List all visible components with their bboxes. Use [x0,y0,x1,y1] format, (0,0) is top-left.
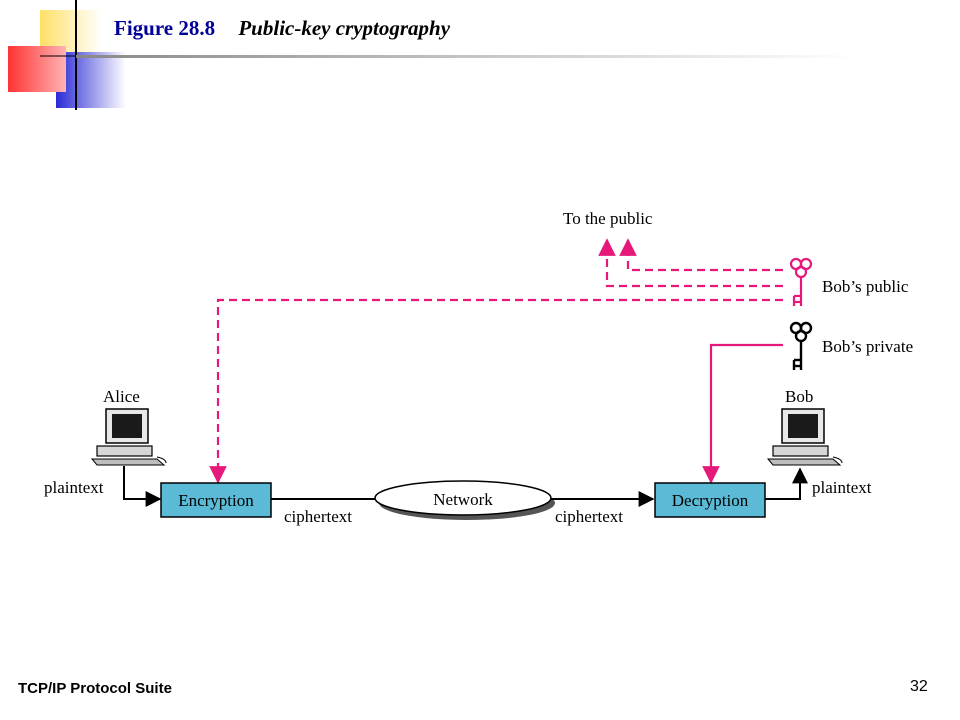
network-node: Network [374,480,555,520]
bob-computer-icon [766,408,843,466]
ciphertext-right-label: ciphertext [555,507,623,526]
slide-title: Figure 28.8 Public-key cryptography [114,16,450,41]
ciphertext-left-label: ciphertext [284,507,352,526]
bob-plaintext-arrow [765,467,808,500]
private-key-icon [789,321,813,370]
title-underline [76,55,856,58]
bobs-public-label: Bob’s public [822,277,909,296]
bob-label: Bob [785,387,813,406]
to-public-label: To the public [563,209,653,228]
decryption-label: Decryption [672,491,749,510]
bobs-private-label: Bob’s private [822,337,913,356]
private-key-path [702,343,783,484]
footer-suite: TCP/IP Protocol Suite [18,680,172,697]
plaintext-left-label: plaintext [44,478,104,497]
encryption-box: Encryption [160,482,272,518]
public-key-paths [209,238,783,484]
network-label: Network [433,490,493,509]
plaintext-right-label: plaintext [812,478,872,497]
alice-computer-icon [90,408,167,466]
page-number: 32 [910,678,928,695]
alice-label: Alice [103,387,140,406]
figure-number: Figure 28.8 [114,16,216,40]
corner-decoration [8,0,200,110]
alice-plaintext-arrow [123,466,162,507]
decryption-box: Decryption [654,482,766,518]
public-key-icon [789,257,813,306]
figure-title: Public-key cryptography [238,16,451,40]
encryption-label: Encryption [178,491,254,510]
